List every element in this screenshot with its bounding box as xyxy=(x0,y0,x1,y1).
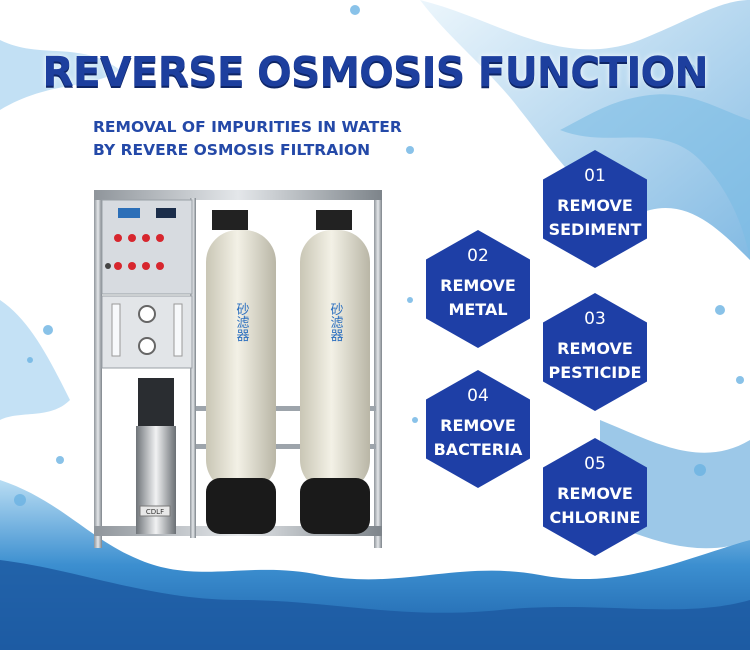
pump-label: CDLF xyxy=(146,508,164,516)
badge-number: 01 xyxy=(584,166,606,186)
tank-label-1: 砂滤器 xyxy=(234,303,250,343)
page-title: REVERSE OSMOSIS FUNCTION xyxy=(42,48,708,96)
subtitle-line-1: REMOVAL OF IMPURITIES IN WATER xyxy=(93,118,402,136)
subtitle: REMOVAL OF IMPURITIES IN WATER BY REVERE… xyxy=(93,116,402,162)
subtitle-line-2: BY REVERE OSMOSIS FILTRAION xyxy=(93,141,371,159)
badge-number: 05 xyxy=(584,454,606,474)
tank-label-2: 砂滤器 xyxy=(328,303,344,343)
badge-number: 04 xyxy=(467,386,489,406)
ro-machine-image: CDLF 砂滤器 砂滤器 xyxy=(94,190,382,548)
badge-number: 02 xyxy=(467,246,489,266)
badge-number: 03 xyxy=(584,309,606,329)
